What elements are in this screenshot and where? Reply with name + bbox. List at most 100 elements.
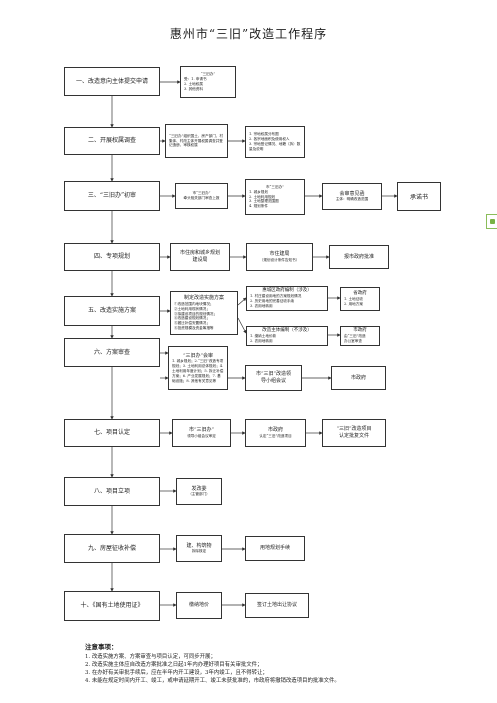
leading-group-meeting-line-1: 市“三旧”改造领 [255, 371, 292, 378]
implementation-plan-line-3: ③拟建设项目的规划情况； [174, 311, 218, 316]
project-recognition-line-2: 认定“三旧”改造项目 [259, 433, 292, 438]
city-government-review-line-1: 由“三旧”改造 [344, 334, 366, 339]
provincial-government-line-1: 1. 土地征收 [344, 297, 363, 302]
planning-conditions-title: 市住建局 [269, 251, 290, 258]
project-review-line-1: 市“三旧办” [188, 427, 215, 434]
implementation-plan-head: 制定改造实施方案 [183, 295, 224, 302]
planning-conditions-box: 市住建局 （规划设计条件告知书） [246, 243, 313, 271]
stage-6-box: 六、方案审查 [64, 338, 160, 367]
city-government-review-box: 市政府 由“三旧”改造 办公室审查 [340, 326, 380, 346]
application-materials-head: “三旧办” [200, 72, 216, 77]
demolition-verify-line-2: 拆除核定 [191, 549, 207, 554]
stage-8-box: 八、项目立项 [64, 477, 160, 506]
stage-4-box: 四、专项规划 [64, 243, 160, 271]
stage-10-label: 十、《国有土地使用证》 [80, 602, 144, 610]
development-reform-line-1: 发改委 [191, 485, 207, 492]
project-recognition-line-1: 市政府 [267, 427, 283, 434]
district-compilation-line-3: 3. 农用地转用 [250, 303, 273, 308]
preliminary-review-line-2: 牵头相关部门审查上报 [183, 196, 220, 200]
stage-9-box: 九、房屋征收补偿 [64, 534, 160, 563]
ownership-survey-box: “三旧办”组织国土、房产部门、村集体、村改主体开展权属调查并登记造册，审核权属 [165, 124, 228, 158]
ownership-survey-text: “三旧办”组织国土、房产部门、村集体、村改主体开展权属调查并登记造册，审核权属 [169, 133, 223, 148]
notes-section: 注意事项： 1. 改造实施方案、方案审查与项目认定，可同步开展； 2. 改造实施… [85, 643, 485, 685]
subject-compilation-head: 改造主体编制（不涉及） [262, 328, 312, 334]
project-review-line-2: 领导小组会议审定 [187, 433, 216, 438]
application-materials-line-1: 受：1. 申请书 [184, 77, 207, 82]
demolition-verify-line-1: 建、构筑物 [186, 542, 212, 549]
subject-compilation-line-2: 2. 农用地转用 [250, 339, 273, 344]
preliminary-review-line-1: 市“三旧办” [192, 191, 211, 196]
land-planning-label: 用地规划手续 [259, 545, 290, 552]
housing-planning-bureau-line-1: 市住房和城乡规划 [179, 250, 220, 257]
implementation-plan-line-2: ②土地利用现状情况； [174, 306, 210, 311]
housing-planning-bureau-box: 市住房和城乡规划 建设局 [170, 243, 230, 271]
district-compilation-box: 惠城区政府编制（涉及） 1. 村庄建设用地的方案规划情况 2. 历史用地的完善征… [246, 286, 328, 311]
provincial-government-line-2: 2. 用地方案 [344, 302, 363, 307]
planning-review-line-2: 2. 土地利用规划 [249, 194, 276, 199]
district-compilation-line-1: 1. 村庄建设用地的方案规划情况 [250, 294, 302, 299]
stage-9-label: 九、房屋征收补偿 [87, 544, 136, 552]
project-recognition-box: 市政府 认定“三旧”改造项目 [245, 419, 306, 447]
planning-review-box: 市“三旧办” 1. 城乡规划 2. 土地利用规划 3. 土地整理范围图 4. 规… [245, 179, 305, 215]
preliminary-review-box: 市“三旧办” 牵头相关部门审查上报 [175, 183, 228, 209]
project-review-box: 市“三旧办” 领导小组会议审定 [172, 419, 231, 447]
stage-5-box: 五、改造实施方案 [64, 296, 160, 326]
housing-planning-bureau-line-2: 建设局 [192, 257, 208, 263]
stage-1-box: 一、改造意向主体提交申请 [64, 67, 160, 96]
stage-10-box: 十、《国有土地使用证》 [64, 591, 160, 621]
planning-review-line-1: 1. 城乡规划 [249, 189, 268, 194]
planning-review-line-3: 3. 土地整理范围图 [249, 199, 279, 204]
stage-8-label: 八、项目立项 [93, 487, 130, 495]
side-panel-toggle-icon[interactable] [486, 214, 497, 229]
stage-7-label: 七、项目认定 [93, 429, 130, 437]
recognition-approval-line-1: “三旧”改造项目 [336, 426, 372, 433]
page-title: 惠州市“三旧”改造工作程序 [169, 27, 328, 41]
development-reform-line-2: （主管部门） [188, 492, 210, 497]
recognition-approval-box: “三旧”改造项目 认定批复文件 [322, 419, 386, 447]
leading-group-meeting-line-2: 导小组会议 [260, 378, 286, 384]
joint-review-detail-head: “三旧办”会审 [182, 352, 214, 359]
note-line-2: 2. 改造实施主体应自改造方案批准之日起1年内办理好项目有关审批文件； [85, 661, 263, 668]
leading-group-meeting-box: 市“三旧”改造领 导小组会议 [245, 365, 302, 391]
note-line-4: 4. 未能在规定时间内开工、竣工，或申请延期开工、竣工未获批准的，市政府将撤销改… [85, 678, 340, 685]
note-line-1: 1. 改造实施方案、方案审查与项目认定，可同步开展； [85, 653, 216, 660]
district-compilation-head: 惠城区政府编制（涉及） [262, 288, 312, 294]
note-line-3: 3. 在办好有关审批手续后，应在半年内开工建设，3年内竣工，且不得转让； [85, 669, 268, 676]
stage-2-label: 二、开展权属调查 [87, 137, 136, 145]
stage-3-label: 三、“三旧办”初审 [87, 192, 137, 200]
pay-land-price-label: 缴纳地价 [188, 602, 209, 609]
city-government-review-head: 市政府 [353, 328, 367, 334]
provincial-government-box: 省政府 1. 土地征收 2. 用地方案 [340, 287, 380, 311]
land-transfer-agreement-label: 签订土地出让协议 [256, 602, 297, 609]
subject-compilation-box: 改造主体编制（不涉及） 1. 缴纳土地价款 2. 农用地转用 [246, 326, 328, 346]
joint-review-detail-box: “三旧办”会审 1. 城乡规划；2.“三旧”改造专项规划；3. 土地利用总体规划… [168, 346, 228, 390]
implementation-plan-box: 制定改造实施方案 ①改造范围内地块情况； ②土地利用现状情况； ③拟建设项目的规… [170, 291, 238, 335]
ownership-results-line-3: 3. 宗地登记情况、地籍（拆）数量及说明 [249, 142, 301, 151]
demolition-verify-box: 建、构筑物 拆除核定 [176, 535, 222, 562]
subject-compilation-line-1: 1. 缴纳土地价款 [250, 334, 277, 339]
joint-review-detail-text: 1. 城乡规划；2.“三旧”改造专项规划；3. 土地利用总体规划；4. 土地利用… [172, 359, 224, 383]
planning-review-head: 市“三旧办” [265, 184, 285, 189]
joint-review-opinion-title: 会审意见函 [339, 190, 365, 197]
city-government-review-line-2: 办公室审查 [344, 339, 362, 344]
implementation-plan-line-6: ⑥投资规模及资金筹措等 [174, 326, 214, 331]
city-government-label: 市政府 [350, 374, 366, 381]
recognition-approval-line-2: 认定批复文件 [338, 433, 369, 439]
district-compilation-line-2: 2. 历史用地的完善征收手续 [250, 299, 295, 304]
development-reform-box: 发改委 （主管部门） [176, 478, 222, 505]
stage-6-label: 六、方案审查 [93, 348, 130, 356]
stage-4-label: 四、专项规划 [93, 253, 130, 261]
implementation-plan-line-1: ①改造范围内地块情况； [174, 301, 214, 306]
implementation-plan-line-5: ⑤搬迁补偿安置情况； [174, 321, 210, 326]
application-materials-line-3: 3. 其他资料 [184, 86, 203, 91]
city-government-box: 市政府 [331, 366, 386, 390]
provincial-government-head: 省政府 [353, 291, 367, 297]
stage-3-box: 三、“三旧办”初审 [64, 181, 160, 211]
land-planning-box: 用地规划手续 [245, 536, 305, 561]
implementation-plan-line-4: ④改造建设规划情况； [174, 316, 210, 321]
notes-title: 注意事项： [85, 643, 118, 651]
municipal-approval-box: 报市政府批准 [329, 245, 389, 269]
municipal-approval-label: 报市政府批准 [343, 253, 374, 260]
stage-5-label: 五、改造实施方案 [87, 307, 136, 315]
